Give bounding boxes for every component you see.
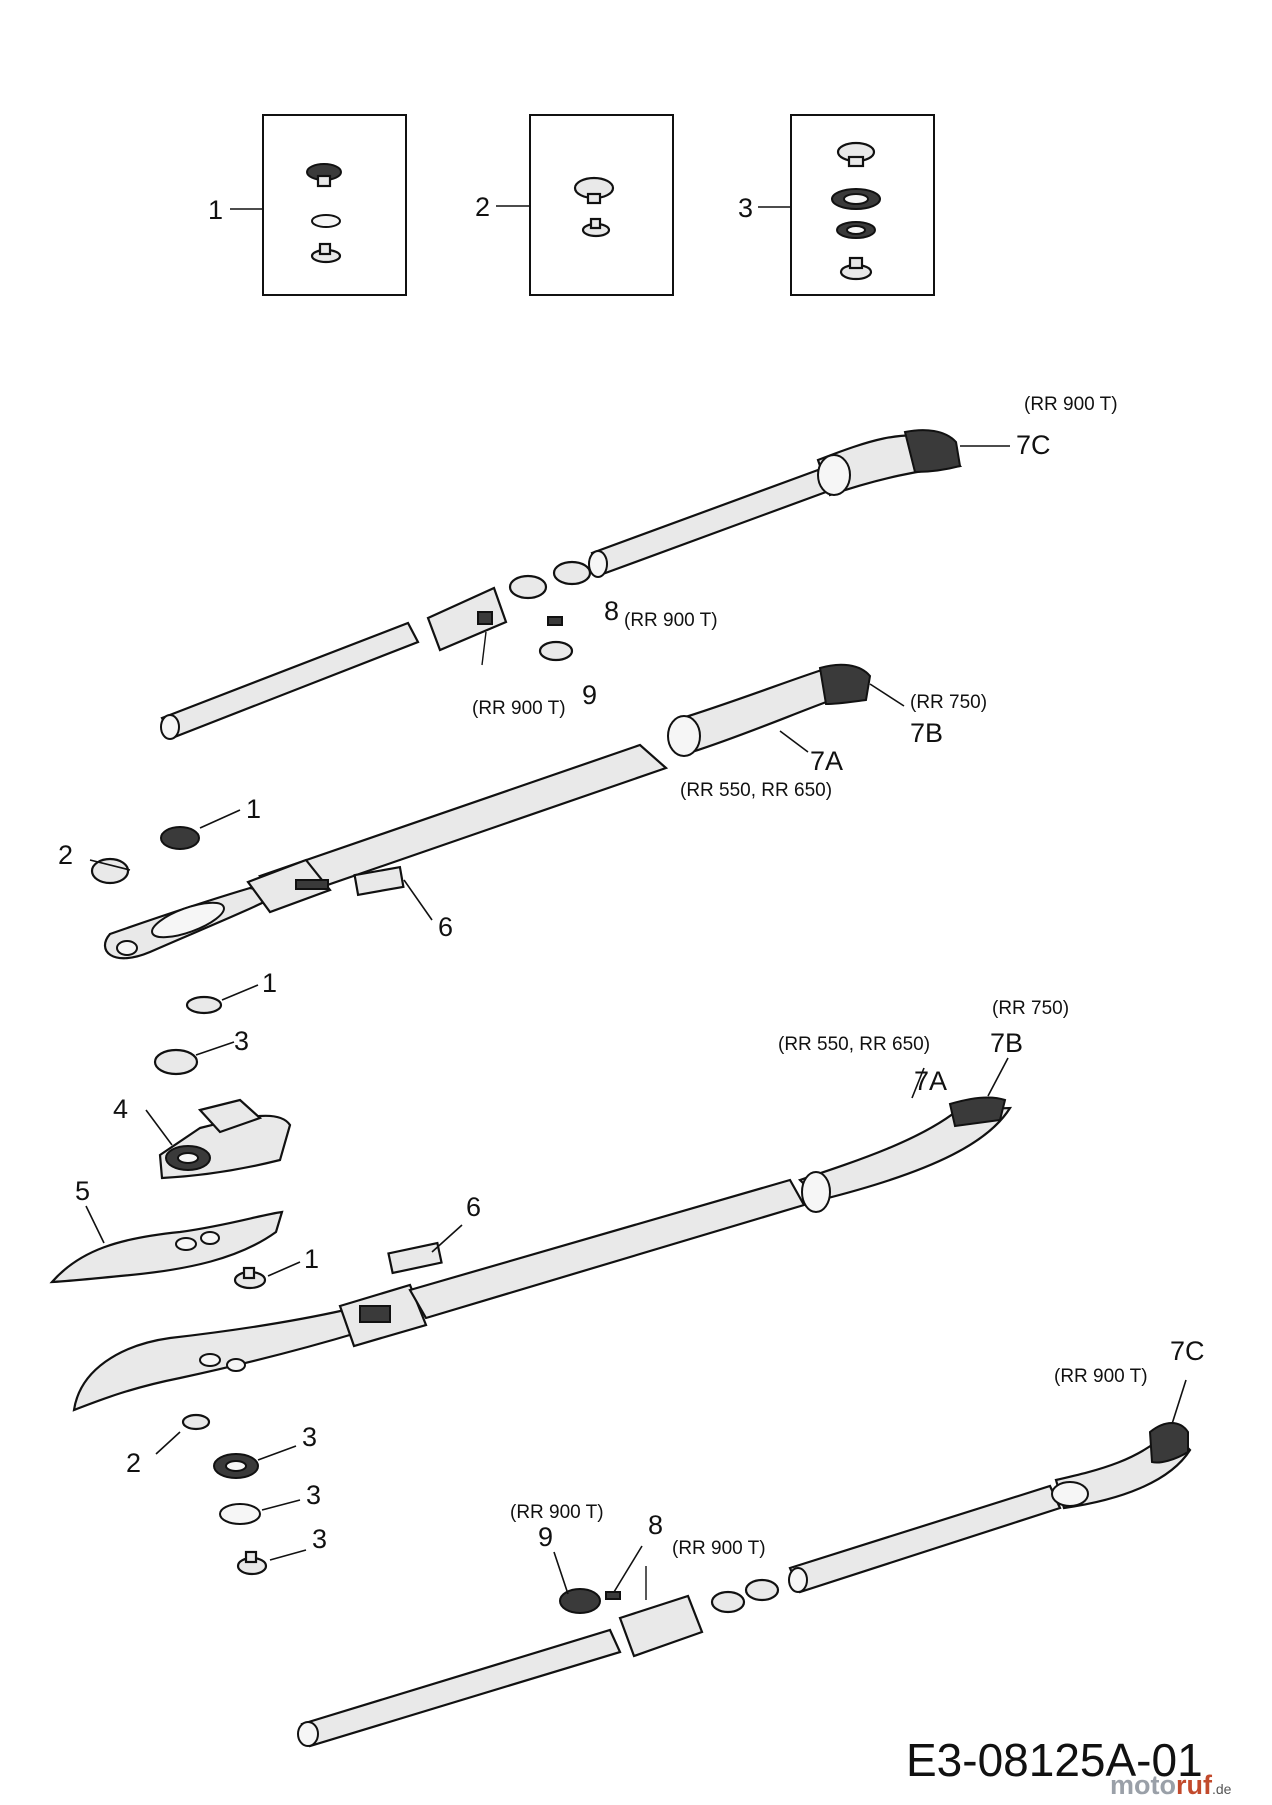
upper-lower-arm xyxy=(104,743,669,960)
callout-4: 4 xyxy=(113,1094,128,1124)
callout-6-upper: 6 xyxy=(438,912,453,942)
upper-lock-housing xyxy=(426,586,508,666)
callout-3-lower-b: 3 xyxy=(306,1480,321,1510)
callout-8-lower: 8 xyxy=(648,1510,663,1540)
callout-7c-lower: 7C xyxy=(1170,1336,1205,1366)
callout-2-lower: 2 xyxy=(126,1448,141,1478)
upper-telescopic-tube xyxy=(160,468,828,740)
watermark-part2: ruf xyxy=(1176,1770,1213,1800)
callout-8-upper: 8 xyxy=(604,596,619,626)
callout-1-lower: 1 xyxy=(304,1244,319,1274)
model-note-7a-lower: (RR 550, RR 650) xyxy=(778,1034,930,1055)
callout-5: 5 xyxy=(75,1176,90,1206)
model-note-7a-upper: (RR 550, RR 650) xyxy=(680,780,832,801)
callout-2-upper: 2 xyxy=(58,840,73,870)
callout-7b-lower: 7B xyxy=(990,1028,1023,1058)
lower-anvil-4 xyxy=(145,1098,292,1180)
model-note-7b-upper: (RR 750) xyxy=(910,692,987,713)
kit-label-1: 1 xyxy=(208,195,223,225)
kit-label-2: 2 xyxy=(475,192,490,222)
kit-box-3 xyxy=(758,114,935,296)
callout-3-lower-c: 3 xyxy=(312,1524,327,1554)
drawing-number: E3-08125A-01 xyxy=(906,1734,1203,1786)
callout-9-lower: 9 xyxy=(538,1522,553,1552)
kit-box-1 xyxy=(230,114,407,296)
model-note-9-lower: (RR 900 T) xyxy=(510,1502,604,1523)
model-note-7c-lower: (RR 900 T) xyxy=(1054,1366,1148,1387)
bottom-lock-housing xyxy=(559,1566,780,1658)
callout-7a-upper: 7A xyxy=(810,746,843,776)
bottom-telescopic-tube xyxy=(297,1484,1062,1748)
watermark-logo: motoruf.de xyxy=(1110,1770,1232,1800)
callout-3-upper: 3 xyxy=(234,1026,249,1056)
model-note-8-upper: (RR 900 T) xyxy=(624,610,718,631)
kit-box-2 xyxy=(496,114,674,296)
upper-guide-pieces xyxy=(508,560,592,662)
upper-grip-7a-7b xyxy=(667,663,905,757)
callout-9-upper: 9 xyxy=(582,680,597,710)
lower-small-parts xyxy=(155,1224,463,1576)
callout-6-lower: 6 xyxy=(466,1192,481,1222)
watermark-part1: moto xyxy=(1110,1770,1176,1800)
model-note-7b-lower: (RR 750) xyxy=(992,998,1069,1019)
kit-label-3: 3 xyxy=(738,193,753,223)
lower-grip-7a-7b xyxy=(797,1057,1013,1213)
upper-grip-7c xyxy=(816,429,1010,497)
callout-7b-upper: 7B xyxy=(910,718,943,748)
watermark-suffix: .de xyxy=(1212,1781,1232,1797)
lower-blade-5 xyxy=(49,1205,284,1284)
callout-7a-lower: 7A xyxy=(914,1066,947,1096)
model-note-pin-upper: (RR 900 T) xyxy=(472,698,566,719)
callout-7c-upper: 7C xyxy=(1016,430,1051,460)
callout-1-washer: 1 xyxy=(262,968,277,998)
callout-1-upper-screw: 1 xyxy=(246,794,261,824)
bottom-grip-7c xyxy=(553,1379,1192,1595)
lower-hook-arm xyxy=(72,1178,806,1412)
model-note-7c-upper: (RR 900 T) xyxy=(1024,394,1118,415)
model-note-8-lower: (RR 900 T) xyxy=(672,1538,766,1559)
upper-small-parts xyxy=(89,809,433,1076)
callout-3-lower-a: 3 xyxy=(302,1422,317,1452)
svg-text:motoruf.de: motoruf.de xyxy=(1110,1770,1232,1800)
